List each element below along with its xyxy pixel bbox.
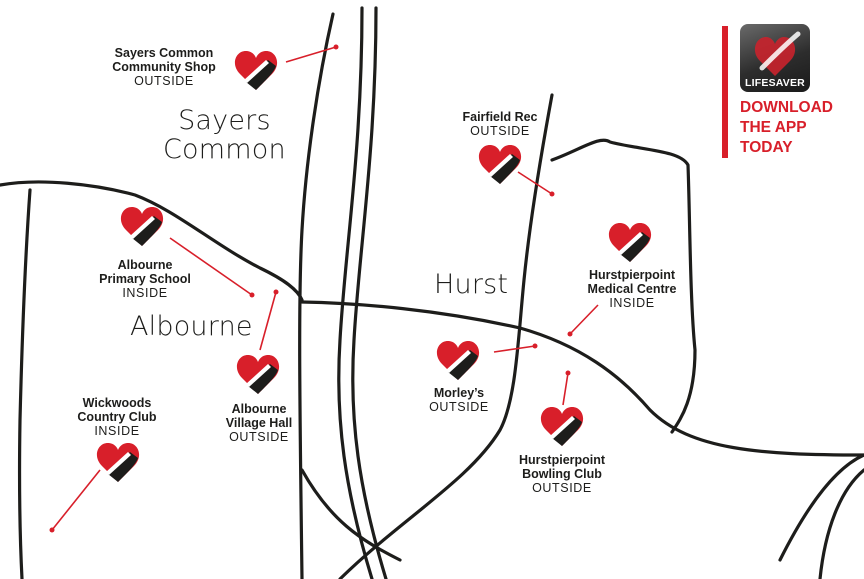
site-sayers-common-shop[interactable]: Sayers Common Community Shop OUTSIDE (98, 46, 230, 89)
site-location: OUTSIDE (134, 74, 194, 88)
pointer-morleys (493, 345, 536, 353)
road-albourne-west (0, 180, 304, 302)
site-name-line: Wickwoods (82, 396, 152, 410)
site-hurstpierpoint-bowling-club[interactable]: Hurstpierpoint Bowling Club OUTSIDE (502, 453, 622, 496)
site-name-line: Fairfield Rec (462, 110, 538, 124)
pointer-fairfield (517, 171, 553, 195)
site-fairfield-rec[interactable]: Fairfield Rec OUTSIDE (450, 110, 550, 139)
road-east-loop (550, 138, 697, 434)
site-wickwoods-country-club[interactable]: Wickwoods Country Club INSIDE (62, 396, 172, 439)
app-icon-label: LIFESAVER (745, 77, 805, 89)
heart-defibrillator-icon[interactable] (94, 440, 142, 484)
road-hurst-high-street (300, 300, 864, 457)
site-name-line: Albourne (231, 402, 287, 416)
heart-defibrillator-icon[interactable] (232, 48, 280, 92)
road-fairfield (338, 93, 554, 579)
site-name-line: Morley’s (433, 386, 485, 400)
site-morleys[interactable]: Morley’s OUTSIDE (414, 386, 504, 415)
site-name-line: Hurstpierpoint (588, 268, 676, 282)
place-label-albourne: Albourne (130, 312, 253, 341)
promo-line-the-app[interactable]: THE APP (740, 119, 807, 136)
site-location: OUTSIDE (532, 481, 592, 495)
heart-defibrillator-icon[interactable] (234, 352, 282, 396)
site-albourne-village-hall[interactable]: Albourne Village Hall OUTSIDE (214, 402, 304, 445)
site-name-line: Village Hall (225, 416, 293, 430)
site-name-line: Country Club (77, 410, 157, 424)
site-name-line: Medical Centre (587, 282, 677, 296)
pointer-dot-morleys (532, 343, 538, 349)
road-far-east (818, 468, 864, 579)
pointer-albourne-school (169, 237, 253, 296)
site-location: INSIDE (122, 286, 168, 300)
site-albourne-primary-school[interactable]: Albourne Primary School INSIDE (86, 258, 204, 301)
pointer-dot-sayers-shop (333, 44, 339, 50)
heart-defibrillator-icon[interactable] (606, 220, 654, 264)
pointer-dot-albourne-hall (273, 289, 279, 295)
heart-defibrillator-icon[interactable] (538, 404, 586, 448)
site-location: OUTSIDE (429, 400, 489, 414)
main-road-west-edge (337, 6, 374, 579)
place-label-hurst: Hurst (434, 270, 508, 299)
heart-defibrillator-icon[interactable] (118, 204, 166, 248)
promo-accent-bar (722, 26, 728, 158)
site-name-line: Community Shop (112, 60, 216, 74)
site-name-line: Sayers Common (114, 46, 214, 60)
road-sayers-north (298, 12, 335, 579)
pointer-dot-medical-centre (567, 331, 573, 337)
pointer-dot-bowling-club (565, 370, 571, 376)
heart-defibrillator-icon[interactable] (434, 338, 482, 382)
heart-defibrillator-icon[interactable] (476, 142, 524, 186)
pointer-dot-wickwoods (49, 527, 55, 533)
heart-icon (754, 31, 801, 76)
promo-line-today[interactable]: TODAY (740, 139, 793, 156)
site-location: OUTSIDE (229, 430, 289, 444)
site-name-line: Bowling Club (522, 467, 602, 481)
pointer-dot-albourne-school (249, 292, 255, 298)
pointer-medical-centre (569, 304, 599, 335)
site-location: INSIDE (94, 424, 140, 438)
pointer-wickwoods (51, 469, 101, 531)
pointer-bowling-club (562, 372, 569, 406)
promo-line-download[interactable]: DOWNLOAD (740, 99, 833, 116)
road-wickwoods (18, 188, 32, 579)
place-label-line: Sayers (178, 105, 271, 136)
site-name-line: Primary School (99, 272, 191, 286)
lifesaver-app-icon[interactable]: LIFESAVER (740, 24, 810, 92)
place-label-sayers-common: Sayers Common (163, 106, 286, 164)
pointer-albourne-hall (259, 291, 277, 351)
site-location: OUTSIDE (470, 124, 530, 138)
site-location: INSIDE (609, 296, 655, 310)
site-name-line: Albourne (117, 258, 173, 272)
place-label-line: Albourne (130, 311, 253, 342)
place-label-line: Hurst (434, 269, 509, 300)
road-south-east (778, 453, 864, 562)
main-road-east-edge (351, 6, 388, 579)
road-south-albourne (300, 468, 402, 562)
site-hurstpierpoint-medical-centre[interactable]: Hurstpierpoint Medical Centre INSIDE (572, 268, 692, 311)
site-name-line: Hurstpierpoint (518, 453, 606, 467)
pointer-dot-fairfield (549, 191, 555, 197)
place-label-line: Common (163, 134, 286, 165)
pointer-sayers-shop (285, 46, 337, 63)
